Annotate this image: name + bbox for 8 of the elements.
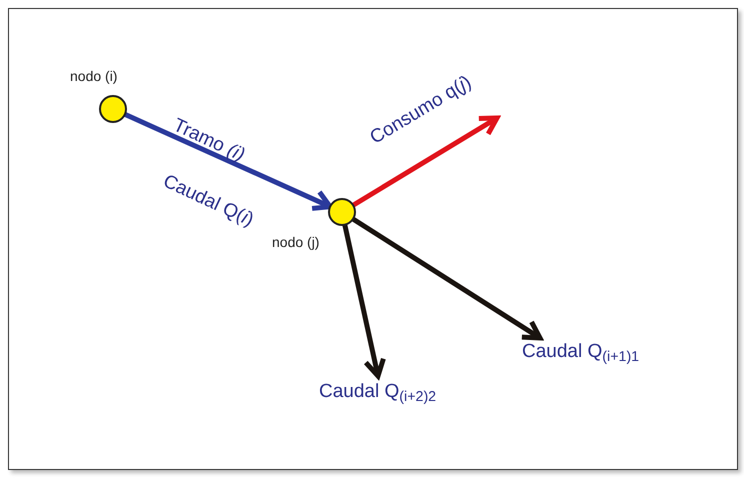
arrow xyxy=(352,116,500,208)
flow-label: Caudal Q$_{(i+2)2}$ xyxy=(319,380,436,404)
node-label: nodo (j) xyxy=(272,233,320,252)
flow-label: Caudal Q$_{(i+1)1}$ xyxy=(522,340,640,364)
arrow xyxy=(352,216,542,340)
arrow xyxy=(124,112,333,211)
node-label: nodo (i) xyxy=(70,67,118,86)
arrow xyxy=(342,224,386,378)
